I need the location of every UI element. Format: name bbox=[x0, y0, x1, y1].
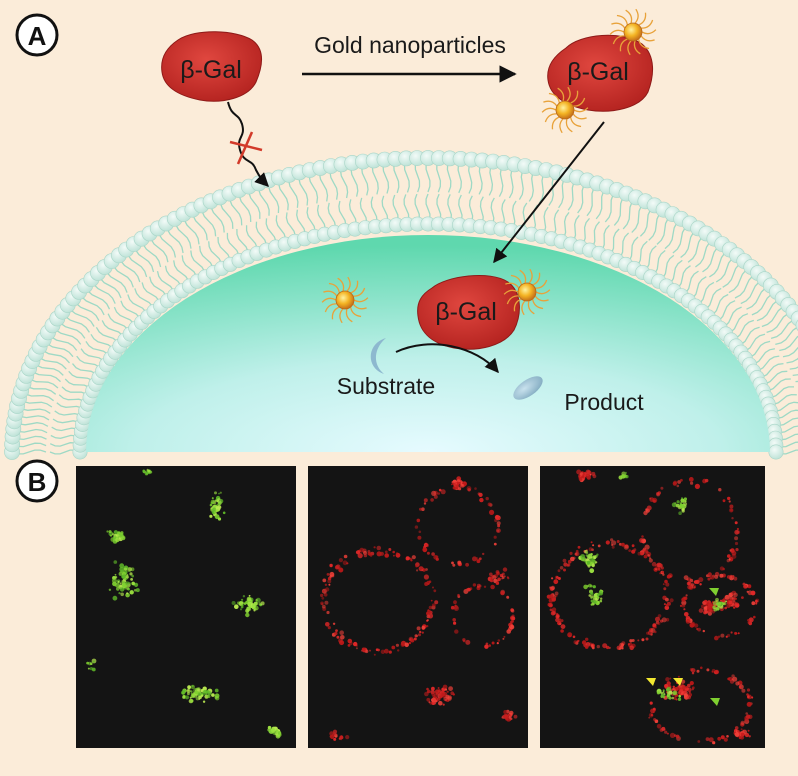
blocked-x-icon bbox=[229, 131, 263, 165]
enzyme-internalized-label: β-Gal bbox=[435, 298, 497, 326]
arrowhead-icon bbox=[646, 678, 656, 686]
panel-b-badge: B bbox=[15, 459, 59, 503]
micrograph-red bbox=[308, 466, 528, 748]
substrate-icon bbox=[370, 338, 386, 374]
reaction-arrow bbox=[395, 343, 499, 374]
gold-nanoparticles bbox=[321, 8, 657, 324]
inner-lipid-heads bbox=[72, 216, 784, 460]
enzyme-free-label: β-Gal bbox=[180, 56, 242, 84]
nanoparticle-icon bbox=[321, 276, 369, 324]
blocked-entry-arrow bbox=[227, 101, 269, 187]
panel-b-badge-text: B bbox=[28, 467, 47, 497]
panel-a-badge-text: A bbox=[28, 21, 47, 51]
panel-a: A β-Gal Gold nanoparticles β-Gal β-Gal bbox=[4, 8, 798, 460]
nanoparticle-icon bbox=[609, 8, 657, 56]
product-icon bbox=[513, 376, 543, 400]
nanoparticle-icon bbox=[541, 86, 589, 134]
panel-a-badge: A bbox=[15, 13, 59, 57]
product-label: Product bbox=[564, 389, 644, 415]
micrograph-green-signal bbox=[86, 468, 282, 739]
arrowhead-icon bbox=[710, 698, 720, 706]
enzyme-free: β-Gal bbox=[161, 31, 262, 102]
nanoparticle-icon bbox=[503, 268, 551, 316]
arrowhead-icon bbox=[709, 588, 719, 596]
gold-nanoparticles-label: Gold nanoparticles bbox=[314, 32, 506, 58]
micrograph-red-signal bbox=[320, 476, 518, 741]
colocalization-arrowheads bbox=[646, 588, 720, 706]
micrograph-merged-signal bbox=[546, 469, 760, 745]
enzyme-conjugated-label: β-Gal bbox=[567, 58, 629, 86]
arrowhead-icon bbox=[673, 678, 683, 686]
panel-b: B bbox=[15, 459, 765, 748]
cell-membrane bbox=[4, 150, 798, 460]
enzyme-conjugated: β-Gal bbox=[547, 34, 653, 112]
enzyme-internalized: β-Gal bbox=[417, 274, 520, 350]
micrograph-merged bbox=[540, 466, 765, 748]
outer-lipid-heads bbox=[4, 150, 798, 460]
substrate-label: Substrate bbox=[337, 373, 435, 399]
internalization-arrow bbox=[493, 121, 605, 264]
micrograph-green bbox=[76, 466, 296, 748]
